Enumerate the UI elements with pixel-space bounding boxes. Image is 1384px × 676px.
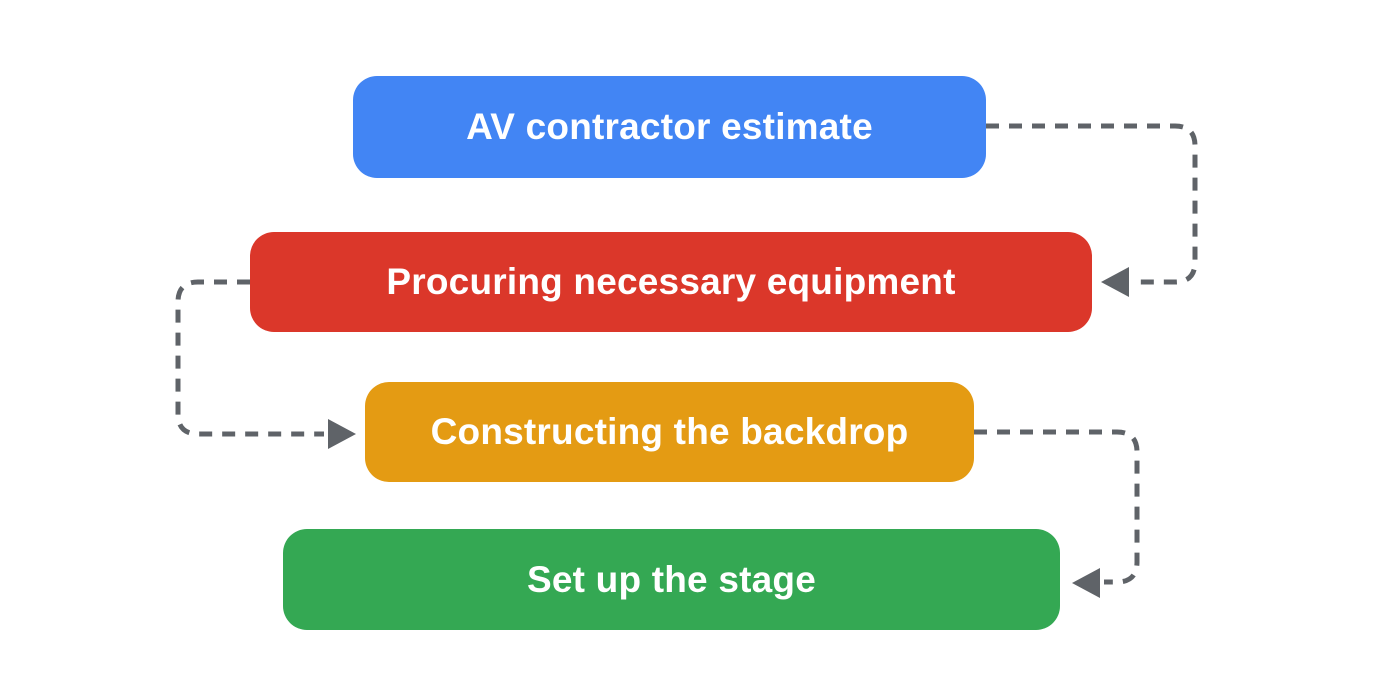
flow-node-label-set-up-the-stage: Set up the stage (527, 558, 816, 600)
flow-node-label-av-contractor-estimate: AV contractor estimate (466, 106, 873, 147)
arrowhead-into-setup (1072, 568, 1100, 598)
flow-node-label-procuring-necessary-equipment: Procuring necessary equipment (386, 261, 956, 302)
flow-node-av-contractor-estimate: AV contractor estimate (353, 76, 986, 178)
edge-estimate-to-procuring (986, 123, 1198, 285)
flow-node-procuring-necessary-equipment: Procuring necessary equipment (250, 232, 1092, 332)
edge-procuring-to-constructing (175, 279, 324, 437)
arrowhead-into-procuring (1101, 267, 1129, 297)
flow-node-label-constructing-the-backdrop: Constructing the backdrop (430, 411, 909, 452)
flow-node-constructing-the-backdrop: Constructing the backdrop (365, 382, 974, 482)
edge-constructing-to-setup (974, 429, 1140, 585)
arrowhead-into-constructing (328, 419, 356, 449)
flow-node-set-up-the-stage: Set up the stage (283, 529, 1060, 630)
